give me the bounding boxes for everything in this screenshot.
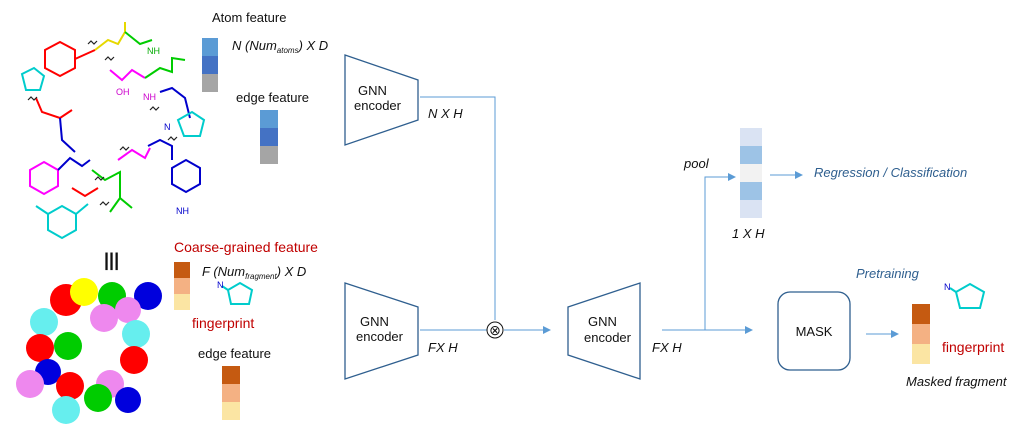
- proline-icon-masked: N: [944, 282, 986, 309]
- gnn-encoder-top: GNN encoder: [344, 54, 419, 146]
- fragment-bar-cell: [174, 278, 190, 294]
- nh-label-3: NH: [176, 206, 189, 216]
- bead: [70, 278, 98, 306]
- triazole-ring: [20, 66, 46, 91]
- fragment-dim-label: F (Numfragment) X D: [202, 264, 306, 281]
- bead: [30, 308, 58, 336]
- pooled-bar-cell: [740, 146, 762, 164]
- n-label-1: N: [164, 122, 171, 132]
- encoder-right-output: FX H: [652, 340, 682, 355]
- fragment-dim-prefix: F (Num: [202, 264, 245, 279]
- bead: [54, 332, 82, 360]
- edge-feature-label-top: edge feature: [236, 90, 309, 105]
- bead: [120, 346, 148, 374]
- yellow-chain: [94, 31, 126, 51]
- connector-to-pool: [662, 173, 736, 331]
- bead: [134, 282, 162, 310]
- connector-top-to-combine: [420, 96, 496, 320]
- edge-bar-cell: [222, 402, 240, 420]
- mask-box: [777, 291, 851, 371]
- atom-bar-cell: [202, 56, 218, 74]
- bead: [115, 387, 141, 413]
- pretraining-label: Pretraining: [856, 266, 920, 281]
- fragment-dim-suffix: ) X D: [275, 264, 307, 279]
- mask-label: MASK: [796, 324, 833, 339]
- bead: [16, 370, 44, 398]
- bead: [26, 334, 54, 362]
- pooled-feature-bar: [740, 128, 762, 218]
- pooled-bar-cell: [740, 200, 762, 218]
- fragment-dim-sub: fragment: [245, 272, 277, 281]
- atom-dim-sub: atoms: [277, 46, 299, 55]
- edge-feature-bar-top: [260, 110, 278, 164]
- edge-feature-label-bottom: edge feature: [198, 346, 271, 361]
- bead: [84, 384, 112, 412]
- bead: [56, 372, 84, 400]
- atom-dim-prefix: N (Num: [232, 38, 277, 53]
- atom-dim-label: N (Numatoms) X D: [232, 38, 328, 55]
- pooled-bar-cell: [740, 164, 762, 182]
- masked-proline-n-label: N: [944, 282, 951, 292]
- edge-bar-cell: [260, 146, 278, 164]
- equivalence-mark: |||: [104, 250, 119, 270]
- fingerprint-label-right: fingerprint: [942, 339, 1004, 355]
- combine-symbol: ⊗: [489, 322, 501, 338]
- pooled-bar-cell: [740, 128, 762, 146]
- atom-bar-cell: [202, 74, 218, 92]
- nh-label-1: NH: [147, 46, 160, 56]
- masked-bar-cell: [912, 324, 930, 344]
- toluene-ring: [47, 204, 77, 240]
- pooled-dim-label: 1 X H: [732, 226, 765, 241]
- masked-bar-cell: [912, 304, 930, 324]
- bead: [122, 320, 150, 348]
- edge-bar-cell: [260, 110, 278, 128]
- fragment-bar-cell: [174, 294, 190, 310]
- gnn-encoder-right: GNN encoder: [567, 282, 641, 380]
- coarse-grained-beads: [16, 278, 162, 424]
- cyclohexyl-ring: [29, 160, 59, 196]
- fragment-bar-cell: [174, 262, 190, 278]
- encoder-right-line2: encoder: [584, 330, 632, 345]
- encoder-top-line2: encoder: [354, 98, 402, 113]
- oh-label: OH: [116, 87, 130, 97]
- atom-feature-bar: [202, 38, 218, 92]
- bead: [52, 396, 80, 424]
- molecule-structure: NH OH NH N NH: [20, 22, 206, 240]
- bead: [90, 304, 118, 332]
- coarse-grained-title: Coarse-grained feature: [174, 239, 318, 255]
- combine-operator: [486, 321, 504, 339]
- fingerprint-label-left: fingerprint: [192, 315, 254, 331]
- edge-bar-cell: [222, 384, 240, 402]
- nh-label-2: NH: [143, 92, 156, 102]
- masked-fragment-label: Masked fragment: [906, 374, 1008, 389]
- bead: [115, 297, 141, 323]
- proline-n-label: N: [217, 280, 224, 290]
- benzene-ring: [44, 40, 76, 78]
- proline-icon: N: [217, 280, 254, 305]
- atom-dim-suffix: ) X D: [297, 38, 329, 53]
- gnn-encoder-bottom: GNN encoder: [344, 282, 419, 380]
- encoder-bottom-line2: encoder: [356, 329, 404, 344]
- encoder-top-line1: GNN: [358, 83, 387, 98]
- masked-fragment-bar: [912, 304, 930, 364]
- fragment-feature-bar: [174, 262, 190, 310]
- encoder-bottom-line1: GNN: [360, 314, 389, 329]
- proline-ring-molecule: [176, 110, 206, 137]
- edge-bar-cell: [222, 366, 240, 384]
- cut-marks: [27, 40, 178, 206]
- encoder-top-output: N X H: [428, 106, 463, 121]
- masked-bar-cell: [912, 344, 930, 364]
- atom-bar-cell: [202, 38, 218, 56]
- edge-bar-cell: [260, 128, 278, 146]
- encoder-bottom-output: FX H: [428, 340, 458, 355]
- regression-label: Regression / Classification: [814, 165, 967, 180]
- atom-feature-label: Atom feature: [212, 10, 286, 25]
- pool-label: pool: [683, 156, 710, 171]
- encoder-right-line1: GNN: [588, 314, 617, 329]
- pooled-bar-cell: [740, 182, 762, 200]
- edge-feature-bar-bottom: [222, 366, 240, 420]
